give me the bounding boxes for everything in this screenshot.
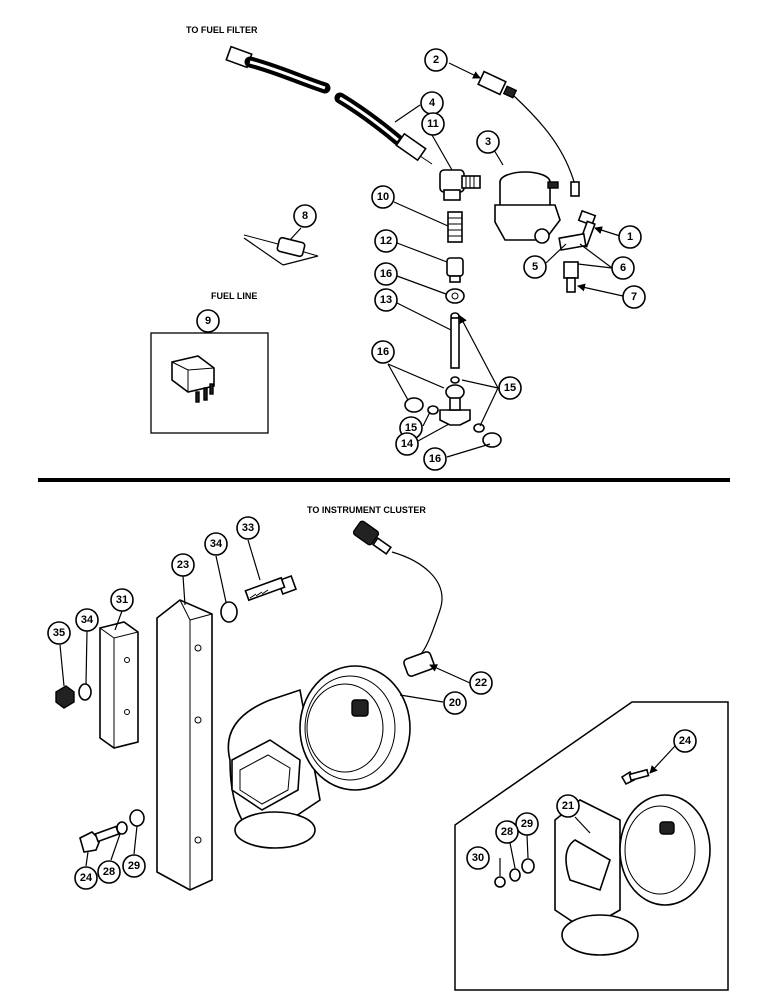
callout-23: 23 (171, 553, 195, 577)
to-fuel-filter-label: TO FUEL FILTER (186, 25, 258, 35)
callout-16a: 16 (374, 262, 398, 286)
callout-29a: 29 (122, 854, 146, 878)
svg-text:16: 16 (377, 346, 389, 358)
svg-text:14: 14 (401, 438, 414, 450)
fitting-stack (404, 211, 502, 448)
callout-16b: 16 (371, 340, 395, 364)
svg-text:8: 8 (302, 210, 308, 222)
svg-text:3: 3 (485, 136, 491, 148)
callout-4: 4 (420, 91, 444, 115)
svg-text:23: 23 (177, 559, 189, 571)
callout-24a: 24 (673, 729, 697, 753)
svg-text:34: 34 (81, 614, 94, 626)
washer-34-lower (78, 683, 92, 701)
svg-text:5: 5 (532, 261, 538, 273)
mounting-bracket (156, 599, 213, 891)
callout-31: 31 (110, 588, 134, 612)
svg-text:10: 10 (377, 191, 389, 203)
bolt-24-lower (79, 825, 120, 853)
callout-10: 10 (371, 185, 395, 209)
callout-35: 35 (47, 621, 71, 645)
fuel-line-connector (243, 234, 319, 258)
callout-24b: 24 (74, 866, 98, 890)
callout-22: 22 (469, 671, 493, 695)
svg-text:35: 35 (53, 627, 65, 639)
callout-1: 1 (618, 225, 642, 249)
callout-13: 13 (374, 288, 398, 312)
svg-text:20: 20 (449, 697, 461, 709)
fuel-line-label: FUEL LINE (211, 291, 257, 301)
callout-20: 20 (443, 691, 467, 715)
svg-text:34: 34 (210, 538, 223, 550)
washer-29-lower (129, 809, 145, 827)
svg-text:7: 7 (631, 291, 637, 303)
svg-text:30: 30 (472, 852, 484, 864)
svg-text:29: 29 (521, 818, 533, 830)
svg-text:29: 29 (128, 860, 140, 872)
svg-text:24: 24 (679, 735, 692, 747)
svg-text:16: 16 (429, 453, 441, 465)
washer-34-upper (220, 601, 238, 623)
svg-text:31: 31 (116, 594, 128, 606)
svg-text:1: 1 (627, 231, 633, 243)
svg-text:28: 28 (501, 826, 513, 838)
svg-text:16: 16 (380, 268, 392, 280)
callout-3: 3 (476, 130, 500, 154)
relay-inset (150, 332, 269, 434)
spacer-block (99, 621, 139, 749)
washer-28-lower (116, 821, 128, 835)
detail-inset (454, 701, 729, 991)
leader-lines-upper (243, 62, 624, 458)
callout-34b: 34 (75, 608, 99, 632)
callout-14: 14 (395, 432, 419, 456)
nut-35 (55, 685, 75, 709)
svg-text:33: 33 (242, 522, 254, 534)
callout-5: 5 (523, 255, 547, 279)
callout-21: 21 (556, 794, 580, 818)
solenoid-hardware (558, 209, 597, 293)
svg-text:21: 21 (562, 800, 574, 812)
callout-28b: 28 (495, 820, 519, 844)
to-instrument-cluster-label: TO INSTRUMENT CLUSTER (307, 505, 426, 515)
callout-11: 11 (421, 112, 445, 136)
svg-text:24: 24 (80, 872, 93, 884)
callout-34a: 34 (204, 532, 228, 556)
sender-cable (352, 520, 443, 677)
callout-2: 2 (424, 48, 448, 72)
speed-sender (227, 665, 411, 849)
callout-6: 6 (611, 256, 635, 280)
callout-8: 8 (293, 204, 317, 228)
svg-text:9: 9 (205, 315, 211, 327)
svg-text:28: 28 (103, 866, 115, 878)
callout-28a: 28 (97, 860, 121, 884)
bolt-33 (244, 575, 297, 602)
callout-29b: 29 (515, 812, 539, 836)
callout-7: 7 (622, 285, 646, 309)
elbow-fitting (439, 169, 481, 201)
callout-15a: 15 (498, 376, 522, 400)
svg-text:15: 15 (405, 422, 417, 434)
svg-text:12: 12 (380, 235, 392, 247)
leader-lines-lower (59, 539, 676, 876)
svg-text:15: 15 (504, 382, 516, 394)
callout-33: 33 (236, 516, 260, 540)
fuel-hose (225, 45, 433, 165)
svg-text:22: 22 (475, 677, 487, 689)
connector-plug (477, 70, 580, 197)
svg-text:2: 2 (433, 54, 439, 66)
callout-30: 30 (466, 846, 490, 870)
fuel-solenoid (494, 171, 561, 244)
svg-text:11: 11 (427, 118, 439, 130)
svg-text:6: 6 (620, 262, 626, 274)
svg-text:4: 4 (429, 97, 436, 109)
callout-9: 9 (196, 309, 220, 333)
callout-12: 12 (374, 229, 398, 253)
svg-text:13: 13 (380, 294, 392, 306)
callout-16c: 16 (423, 447, 447, 471)
